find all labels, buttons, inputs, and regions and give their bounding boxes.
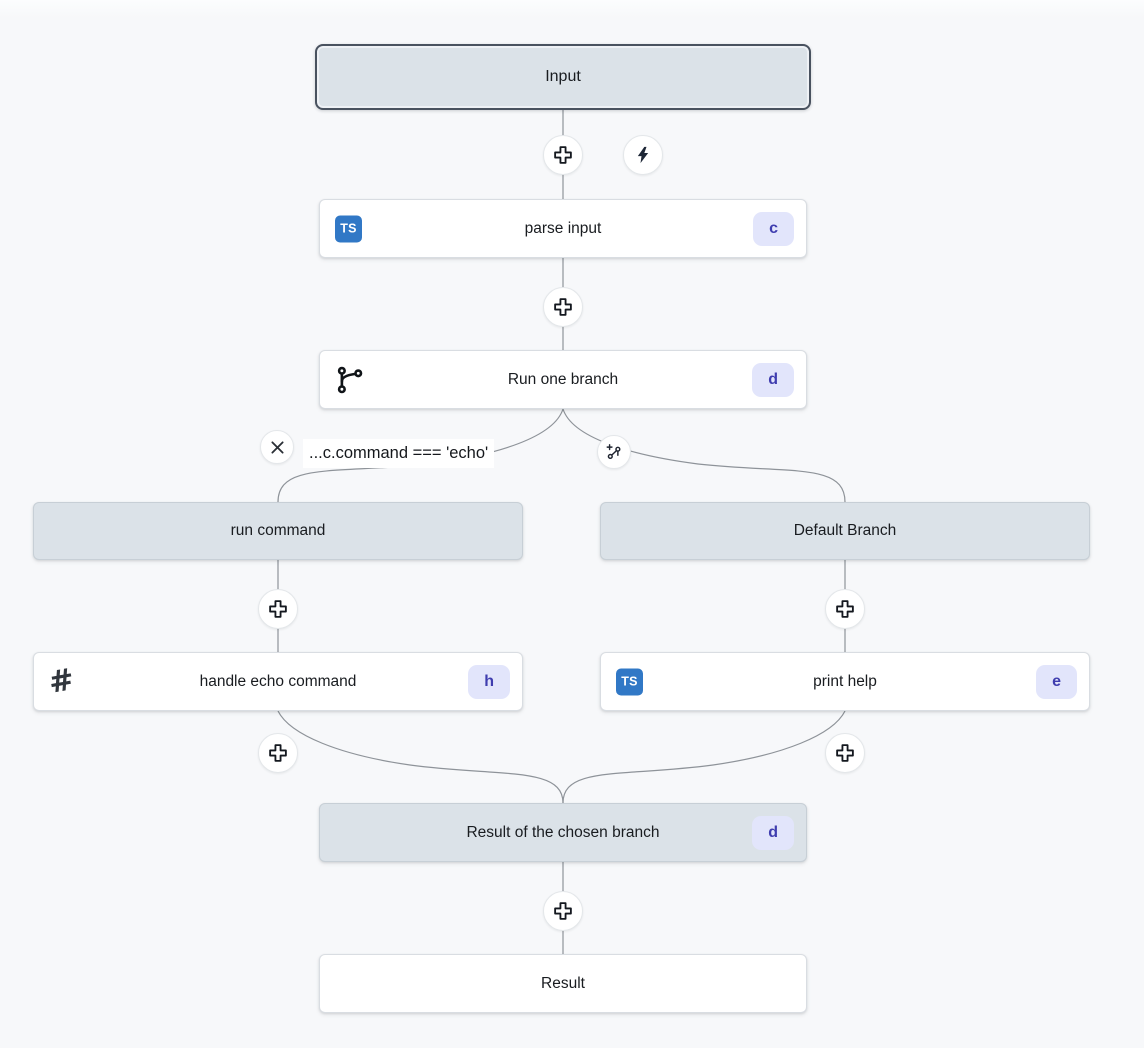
node-run-one-branch[interactable]: Run one branch d — [319, 350, 807, 409]
node-print-help-label: print help — [813, 672, 877, 690]
add-step-button[interactable] — [258, 733, 298, 773]
add-step-button[interactable] — [825, 733, 865, 773]
typescript-icon: TS — [335, 215, 362, 242]
node-default-branch-label: Default Branch — [793, 522, 897, 539]
plus-icon — [554, 902, 572, 920]
x-icon — [270, 440, 284, 454]
node-result-label: Result — [541, 974, 585, 992]
node-input[interactable]: Input — [315, 44, 811, 110]
node-run-command-label: run command — [230, 522, 326, 539]
add-branch-button[interactable] — [597, 435, 631, 469]
add-step-button[interactable] — [258, 589, 298, 629]
node-input-label: Input — [545, 68, 581, 85]
connector-merge-left — [277, 710, 564, 804]
node-parse-input-label: parse input — [524, 219, 602, 237]
plus-icon — [836, 600, 854, 618]
step-id-badge: d — [752, 362, 794, 397]
node-parse-input[interactable]: TS parse input c — [319, 199, 807, 258]
plus-icon — [554, 146, 572, 164]
node-run-one-branch-label: Run one branch — [507, 370, 619, 388]
plus-icon — [269, 600, 287, 618]
node-run-command[interactable]: run command — [33, 502, 523, 560]
step-id-badge: h — [468, 664, 510, 699]
typescript-icon: TS — [616, 668, 643, 695]
node-handle-echo-command-label: handle echo command — [199, 672, 357, 690]
lightning-icon — [637, 146, 649, 164]
trigger-button[interactable] — [623, 135, 663, 175]
plus-icon — [836, 744, 854, 762]
step-id-badge: d — [752, 815, 794, 850]
connector-split-right — [562, 408, 846, 503]
plus-icon — [269, 744, 287, 762]
add-step-button[interactable] — [543, 135, 583, 175]
step-id-badge: e — [1036, 664, 1077, 699]
branch-add-icon — [606, 444, 621, 460]
branch-condition-label: ...c.command === 'echo' — [303, 439, 495, 468]
node-result-of-chosen-branch-label: Result of the chosen branch — [466, 823, 660, 841]
node-handle-echo-command[interactable]: # handle echo command h — [33, 652, 523, 711]
add-step-button[interactable] — [825, 589, 865, 629]
step-id-badge: c — [753, 211, 794, 246]
node-result-of-chosen-branch[interactable]: Result of the chosen branch d — [319, 803, 807, 862]
add-step-button[interactable] — [543, 287, 583, 327]
plus-icon — [554, 298, 572, 316]
add-step-button[interactable] — [543, 891, 583, 931]
node-default-branch[interactable]: Default Branch — [600, 502, 1090, 560]
connector-merge-right — [562, 710, 846, 804]
git-branch-icon — [337, 366, 363, 393]
node-print-help[interactable]: TS print help e — [600, 652, 1090, 711]
remove-branch-button[interactable] — [260, 430, 294, 464]
hash-icon: # — [46, 661, 77, 701]
node-result[interactable]: Result — [319, 954, 807, 1013]
